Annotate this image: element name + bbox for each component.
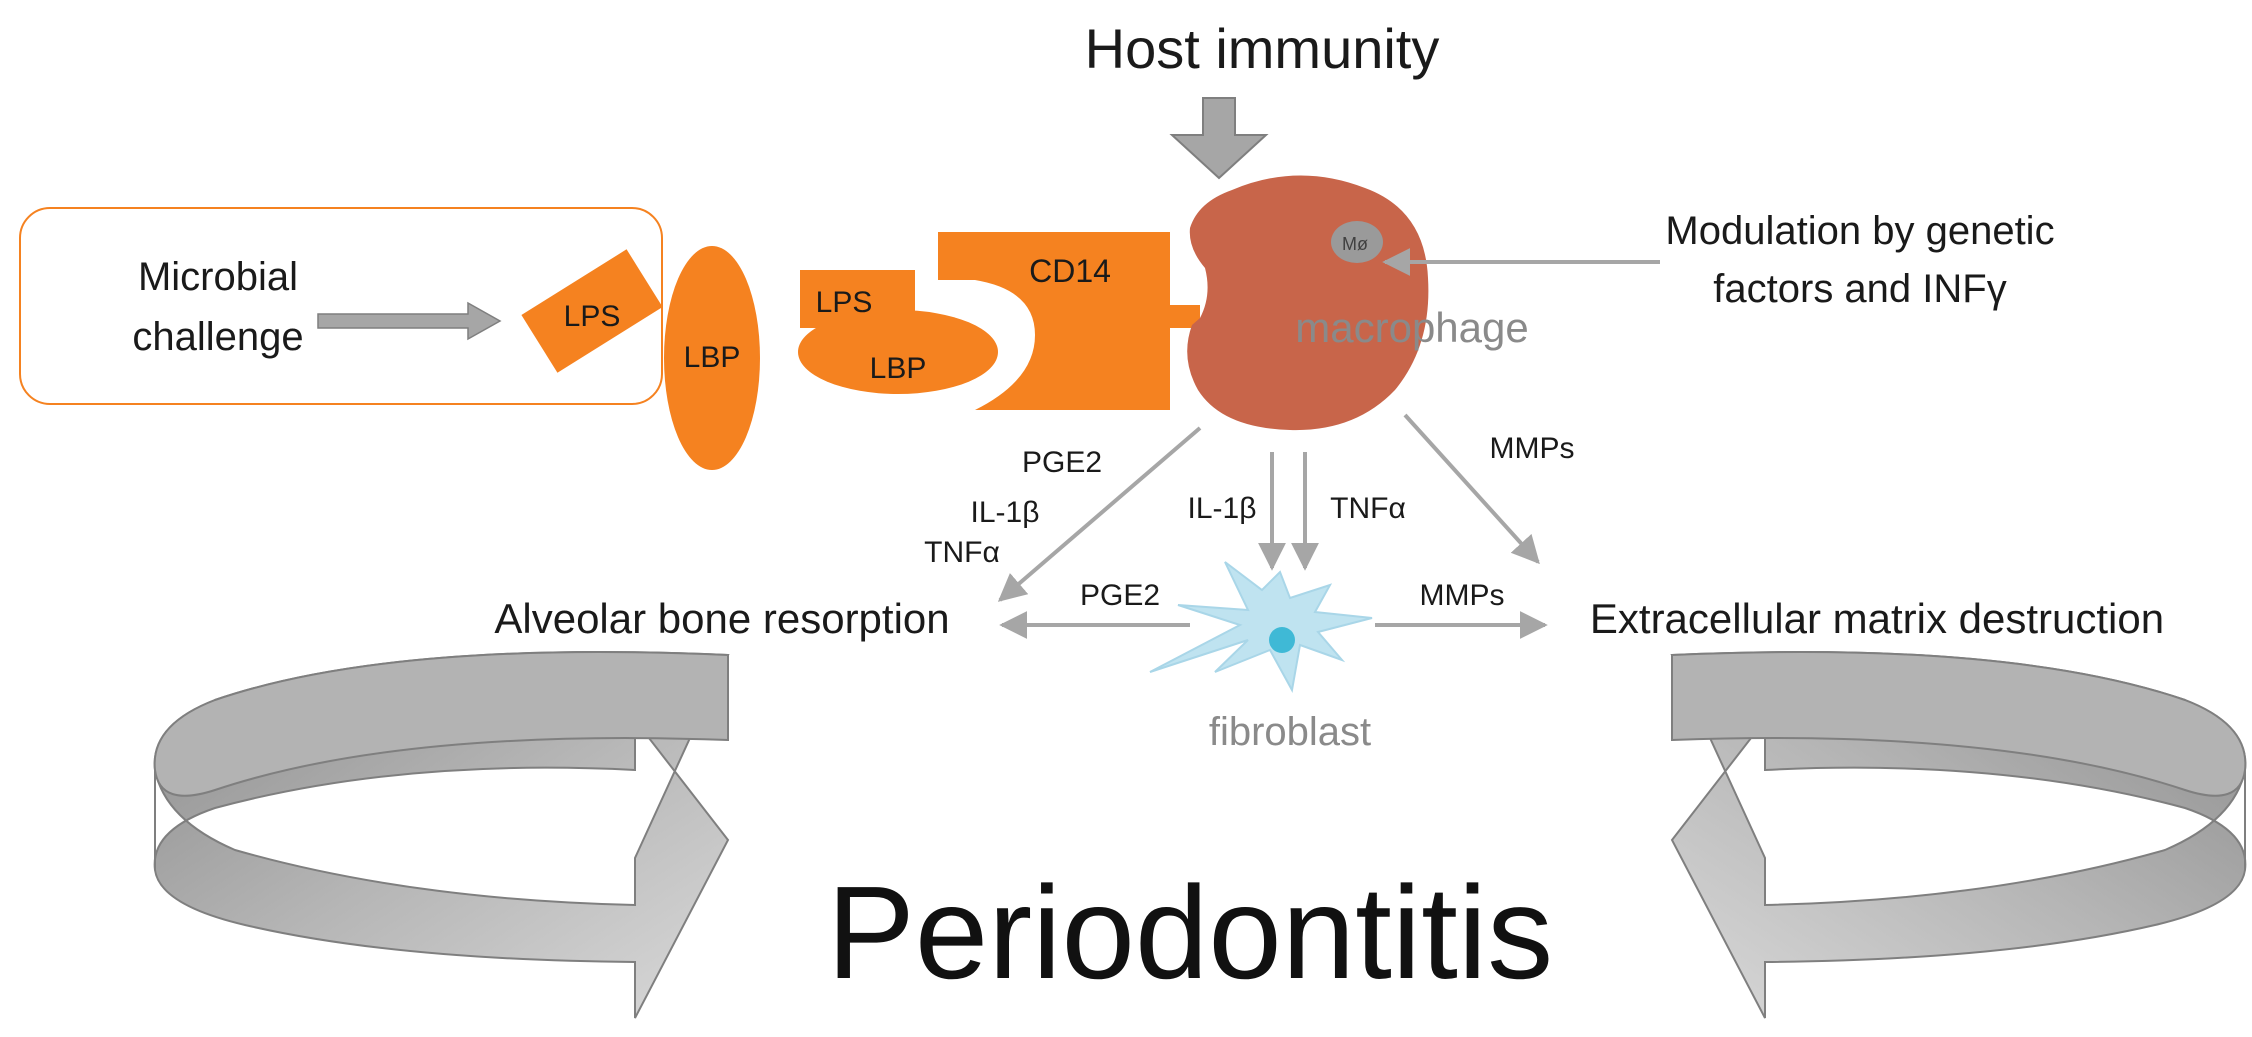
lps-molecule xyxy=(521,249,663,373)
lps-bound-label: LPS xyxy=(816,286,873,319)
outcome-ecm-destruction: Extracellular matrix destruction xyxy=(1590,595,2164,642)
mediator-mmps-right: MMPs xyxy=(1490,432,1575,465)
mediator-tnfa-left: TNFα xyxy=(924,536,1000,569)
lbp-bound-label: LBP xyxy=(870,352,927,385)
macrophage-label: macrophage xyxy=(1295,304,1528,351)
lbp-molecule xyxy=(664,246,760,470)
mediator-tnfa-center: TNFα xyxy=(1330,492,1406,525)
macrophage-cell xyxy=(1187,175,1429,431)
microbial-challenge-label-line2: challenge xyxy=(132,315,303,359)
lps-label: LPS xyxy=(564,300,621,333)
macrophage-nucleus xyxy=(1331,221,1383,263)
arrow-macrophage-to-ecm xyxy=(1403,413,1540,565)
host-immunity-arrow xyxy=(1169,97,1269,180)
modulation-label: Modulation by genetic xyxy=(1665,209,2054,253)
lps-bound-molecule xyxy=(800,270,915,328)
modulation-label-line2: factors and INFγ xyxy=(1713,267,2006,311)
lbp-label: LBP xyxy=(684,341,741,374)
fibroblast-label: fibroblast xyxy=(1209,710,1371,754)
mediator-pge2-fibroblast: PGE2 xyxy=(1080,579,1160,612)
mediator-mmps-fibroblast: MMPs xyxy=(1420,579,1505,612)
microbial-challenge-arrow xyxy=(317,301,502,341)
disease-label: Periodontitis xyxy=(827,859,1553,1006)
arrow-macrophage-to-bone xyxy=(997,426,1202,602)
microbial-challenge-label: Microbial xyxy=(138,255,298,299)
microbial-challenge-box xyxy=(19,207,663,405)
mediator-pge2-left: PGE2 xyxy=(1022,446,1102,479)
mediator-il1b-left: IL-1β xyxy=(971,496,1040,529)
nucleus-label: Mø xyxy=(1342,234,1368,254)
fibroblast-nucleus xyxy=(1269,627,1295,653)
cd14-label: CD14 xyxy=(1029,253,1111,289)
mediator-il1b-center: IL-1β xyxy=(1188,492,1257,525)
fibroblast-cell xyxy=(1149,561,1373,693)
outcome-bone-resorption: Alveolar bone resorption xyxy=(494,595,949,642)
curved-arrow-right xyxy=(1670,651,2247,1019)
cd14-receptor xyxy=(938,232,1200,410)
diagram-title: Host immunity xyxy=(1085,17,1440,80)
lbp-bound-molecule xyxy=(798,310,998,394)
curved-arrow-left xyxy=(153,651,730,1019)
